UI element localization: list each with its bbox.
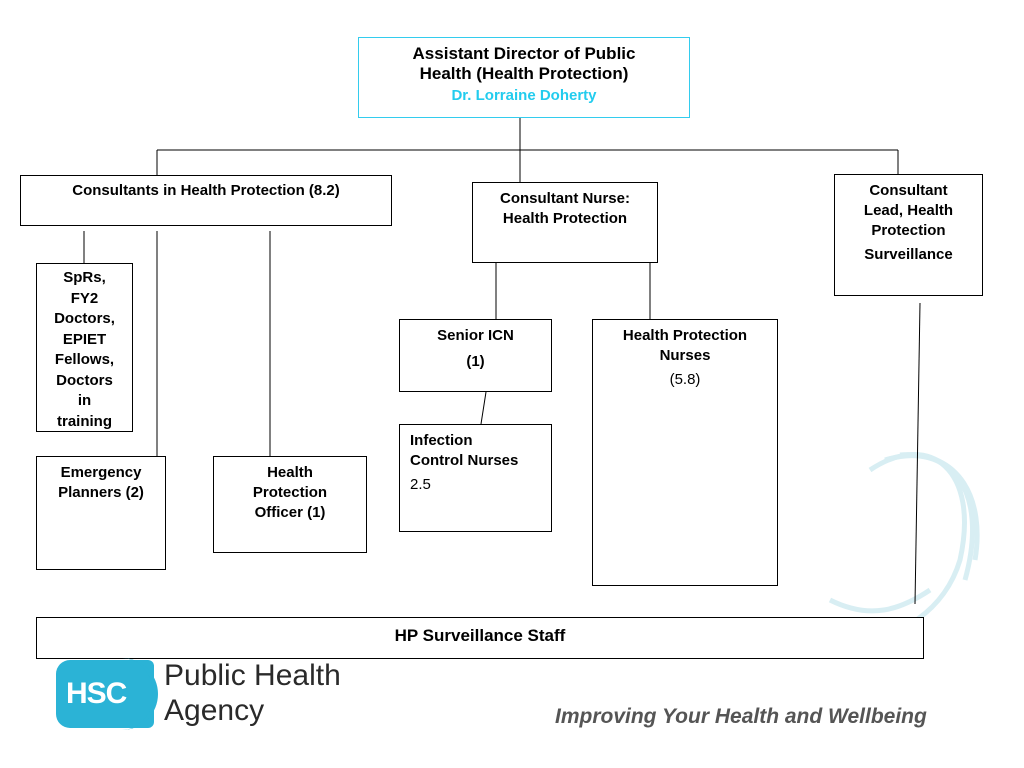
tagline: Improving Your Health and Wellbeing [555,705,927,728]
sprs-line: Fellows, [54,351,115,368]
sprs-line: in [77,392,92,409]
consultant-lead-box: Consultant Lead, Health Protection Surve… [834,174,983,296]
consultant-nurse-box: Consultant Nurse: Health Protection [472,182,658,263]
sprs-line: Doctors, [54,310,115,327]
surveillance-staff-label: HP Surveillance Staff [394,626,566,645]
director-title-line2: Health (Health Protection) [419,64,629,83]
senior-icn-box: Senior ICN (1) [399,319,552,392]
consultant-lead-line4: Surveillance [864,246,953,263]
emergency-planners-line2: Planners (2) [58,484,144,501]
ic-nurses-line2: Control Nurses [410,452,519,469]
sprs-line: training [57,412,112,430]
consultant-lead-line2: Lead, Health [863,202,954,219]
assistant-director-box: Assistant Director of Public Health (Hea… [358,37,690,118]
consultant-nurse-line1: Consultant Nurse: [499,190,630,207]
consultant-lead-line3: Protection [871,222,946,239]
sprs-line: SpRs, [63,269,106,286]
senior-icn-count: (1) [466,353,485,370]
hp-nurses-box: Health Protection Nurses (5.8) [592,319,778,586]
hsc-logo-text: HSC [66,677,127,710]
hp-officer-line1: Health [267,464,313,481]
agency-name-line2: Agency [164,694,265,727]
sprs-line: FY2 [70,289,99,307]
consultants-box: Consultants in Health Protection (8.2) [20,175,392,226]
consultants-label: Consultants in Health Protection (8.2) [72,182,340,199]
hp-nurses-line1: Health Protection [622,327,748,344]
sprs-line: EPIET [62,330,107,348]
consultant-lead-line1: Consultant [869,182,948,199]
hp-nurses-count: (5.8) [669,371,701,388]
agency-name-line1: Public Health [164,659,341,692]
ic-nurses-line1: Infection [410,432,473,449]
hp-nurses-line2: Nurses [659,347,711,364]
director-title-line1: Assistant Director of Public [412,44,636,63]
agency-name: Public Health Agency [164,658,341,728]
sprs-box: SpRs, FY2 Doctors, EPIET Fellows, Doctor… [36,263,133,432]
hp-officer-line2: Protection [252,484,328,501]
hp-officer-line3: Officer (1) [254,504,326,521]
surveillance-staff-box: HP Surveillance Staff [36,617,924,659]
sprs-line: Doctors [56,371,113,389]
ic-nurses-count: 2.5 [410,476,431,493]
consultant-nurse-line2: Health Protection [502,210,628,227]
emergency-planners-line1: Emergency [60,464,142,481]
logo-arc-icon [118,658,158,730]
hp-officer-box: Health Protection Officer (1) [213,456,367,553]
director-name: Dr. Lorraine Doherty [451,87,597,104]
ic-nurses-box: Infection Control Nurses 2.5 [399,424,552,532]
emergency-planners-box: Emergency Planners (2) [36,456,166,570]
senior-icn-label: Senior ICN [437,327,514,344]
